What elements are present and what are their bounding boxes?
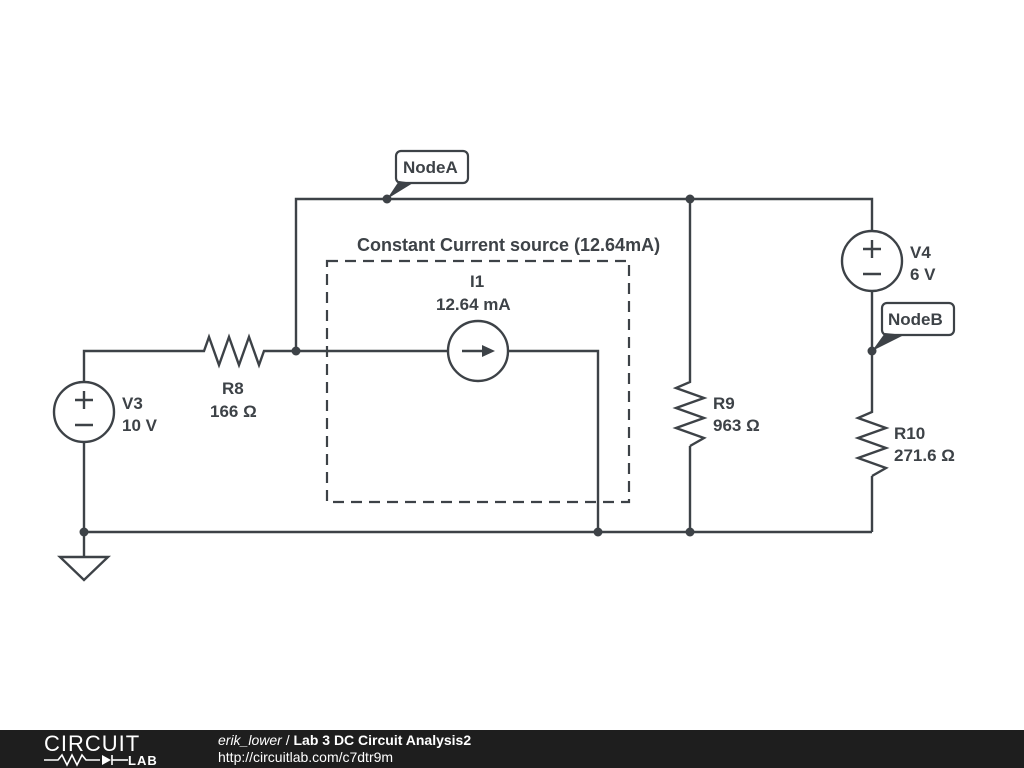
i1-value-label: 12.64 mA (436, 295, 511, 314)
voltage-source-v3[interactable] (52, 380, 116, 444)
path-separator: / (281, 732, 294, 748)
r9-value-label: 963 Ω (713, 416, 760, 435)
r8-name-label: R8 (222, 379, 244, 398)
i1-name-label: I1 (470, 272, 484, 291)
current-source-i1[interactable] (446, 319, 510, 383)
node-b-tag[interactable]: NodeB (872, 301, 956, 351)
resistor-r8[interactable] (178, 333, 270, 369)
node-b-label: NodeB (888, 310, 943, 329)
project-title[interactable]: Lab 3 DC Circuit Analysis2 (293, 732, 472, 748)
v4-value-label: 6 V (910, 265, 936, 284)
v3-value-label: 10 V (122, 416, 158, 435)
logo-resistor-diode-icon (44, 753, 128, 767)
r9-name-label: R9 (713, 394, 735, 413)
v4-name-label: V4 (910, 243, 931, 262)
node-a-label: NodeA (403, 158, 458, 177)
project-meta: erik_lower / Lab 3 DC Circuit Analysis2 … (218, 732, 471, 766)
voltage-source-v4[interactable] (840, 229, 904, 293)
circuitlab-logo[interactable]: CIRCUIT LAB (44, 731, 174, 768)
logo-text-circuit: CIRCUIT (44, 731, 141, 756)
r10-name-label: R10 (894, 424, 925, 443)
logo-text-lab: LAB (128, 753, 158, 768)
ground-symbol (57, 555, 111, 582)
resistor-r9[interactable] (672, 376, 708, 448)
footer-bar: CIRCUIT LAB erik_lower / Lab 3 DC Circui… (0, 730, 1024, 768)
author-link[interactable]: erik_lower (218, 732, 282, 748)
v3-name-label: V3 (122, 394, 143, 413)
r8-value-label: 166 Ω (210, 402, 257, 421)
r10-value-label: 271.6 Ω (894, 446, 955, 465)
current-source-box (325, 259, 631, 504)
node-a-tag[interactable]: NodeA (387, 149, 470, 199)
box-title: Constant Current source (12.64mA) (357, 235, 660, 255)
resistor-r10[interactable] (854, 406, 890, 478)
project-url[interactable]: http://circuitlab.com/c7dtr9m (218, 749, 394, 765)
circuit-schematic: V3 10 V R8 166 Ω Constant Current source… (52, 149, 956, 582)
